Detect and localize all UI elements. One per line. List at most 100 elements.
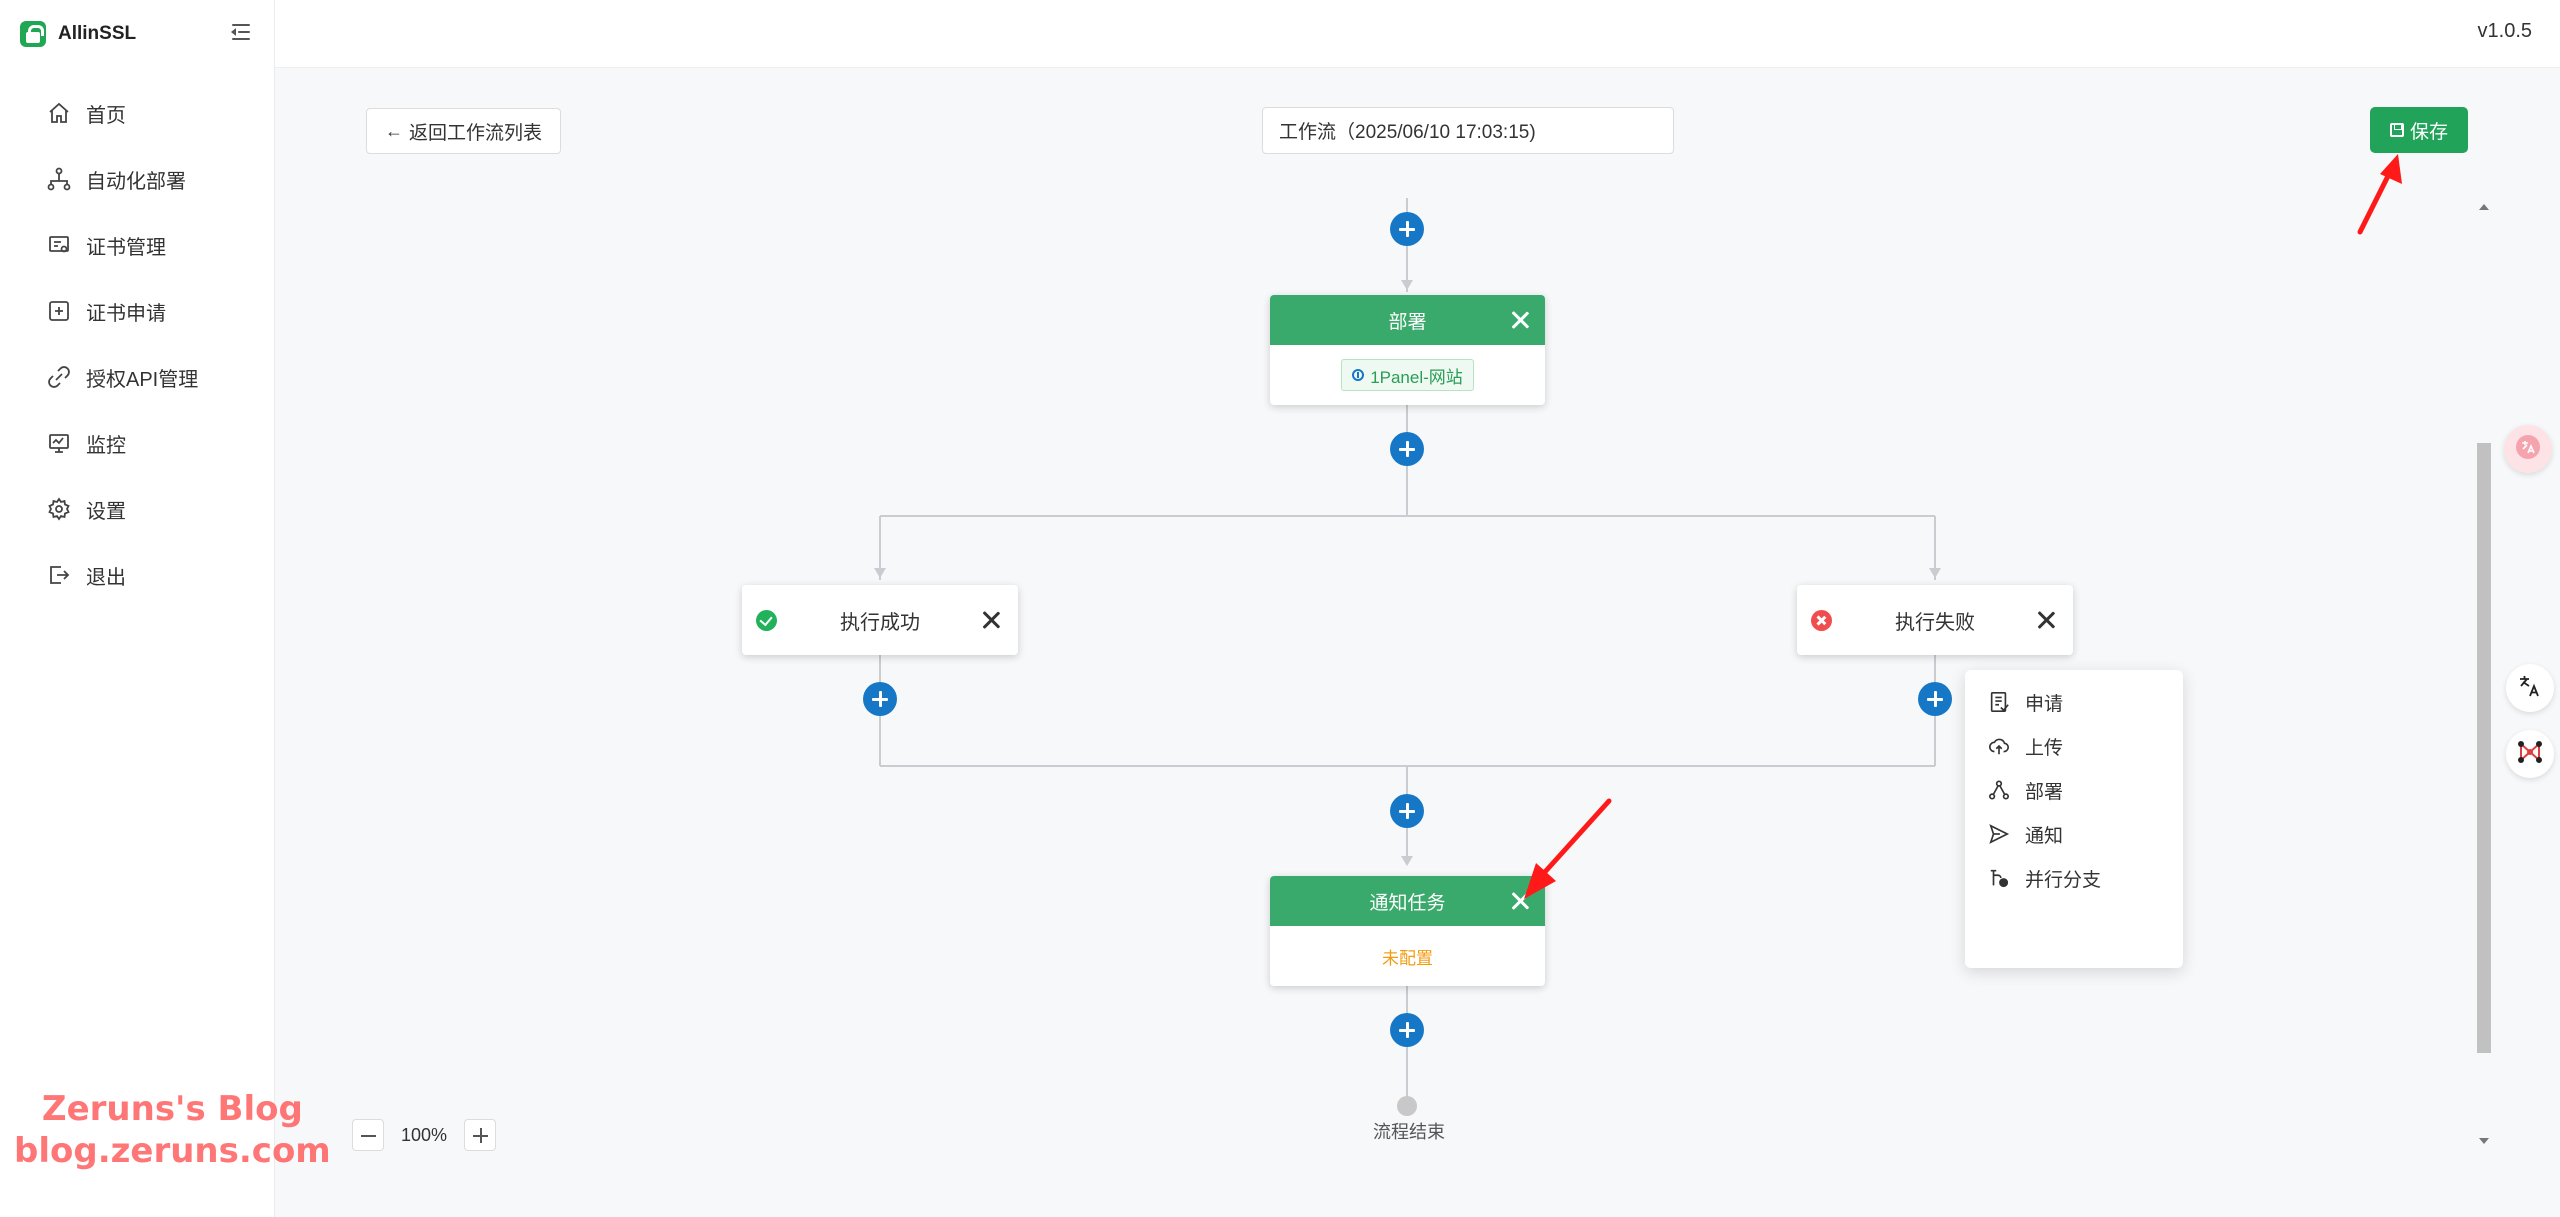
menu-item-label: 通知	[2025, 825, 2064, 847]
save-button[interactable]: 保存	[2370, 107, 2468, 153]
error-circle-icon	[1811, 610, 1832, 631]
blog-watermark: Zeruns's Blog blog.zeruns.com	[14, 1088, 331, 1172]
top-bar: v1.0.5	[275, 0, 2560, 68]
plus-square-icon	[46, 298, 72, 324]
success-branch-title: 执行成功	[840, 611, 920, 634]
scroll-up-arrow-icon[interactable]	[2479, 204, 2489, 210]
scrollbar-thumb[interactable]	[2477, 443, 2491, 1053]
close-icon[interactable]	[2035, 609, 2057, 631]
deploy-target-tag: 1Panel-网站	[1341, 359, 1474, 391]
sidebar-item-label: 监控	[86, 434, 126, 457]
sidebar-item-home[interactable]: 首页	[0, 80, 275, 146]
sidebar-item-label: 自动化部署	[86, 170, 186, 193]
translate-tool-button[interactable]	[2506, 664, 2554, 712]
deploy-icon	[1987, 778, 2011, 802]
check-circle-icon	[756, 610, 777, 631]
close-icon[interactable]	[1509, 309, 1531, 331]
sidebar-item-settings[interactable]: 设置	[0, 476, 275, 542]
version-label: v1.0.5	[2477, 20, 2532, 42]
notify-node-body: 未配置	[1270, 926, 1545, 986]
send-icon	[1987, 822, 2011, 846]
sidebar-item-label: 设置	[86, 500, 126, 523]
deploy-node-title: 部署	[1388, 311, 1427, 333]
menu-item-deploy[interactable]: 部署	[1965, 768, 2183, 812]
menu-item-label: 部署	[2025, 781, 2064, 803]
workflow-canvas[interactable]: ← 返回工作流列表 保存 部署 1Panel-网站 执行成功 执行失败	[275, 68, 2560, 1217]
add-node-button[interactable]	[1390, 212, 1424, 246]
menu-item-parallel-branch[interactable]: 并行分支	[1965, 856, 2183, 900]
certificate-icon	[46, 232, 72, 258]
logout-icon	[46, 562, 72, 588]
api-link-icon	[46, 364, 72, 390]
sidebar-item-auto-deploy[interactable]: 自动化部署	[0, 146, 275, 212]
sidebar-item-logout[interactable]: 退出	[0, 542, 275, 608]
sidebar-item-api-manage[interactable]: 授权API管理	[0, 344, 275, 410]
flow-end-dot	[1397, 1096, 1417, 1116]
zoom-out-button[interactable]	[352, 1119, 384, 1151]
close-icon[interactable]	[980, 609, 1002, 631]
menu-item-notify[interactable]: 通知	[1965, 812, 2183, 856]
sidebar-item-label: 首页	[86, 104, 126, 127]
add-node-button[interactable]	[1390, 794, 1424, 828]
app-name: AllinSSL	[58, 23, 137, 44]
cloud-upload-icon	[1987, 734, 2011, 758]
zoom-in-button[interactable]	[464, 1119, 496, 1151]
zoom-level: 100%	[400, 1124, 448, 1145]
success-branch-node[interactable]: 执行成功	[742, 585, 1018, 655]
notify-node-title: 通知任务	[1369, 892, 1446, 914]
menu-item-apply[interactable]: 申请	[1965, 680, 2183, 724]
add-node-button[interactable]	[1390, 432, 1424, 466]
sidebar-item-cert-manage[interactable]: 证书管理	[0, 212, 275, 278]
notify-node-header: 通知任务	[1270, 876, 1545, 926]
menu-item-upload[interactable]: 上传	[1965, 724, 2183, 768]
brand: AllinSSL	[20, 18, 136, 50]
sidebar-item-cert-apply[interactable]: 证书申请	[0, 278, 275, 344]
lock-logo-icon	[20, 21, 46, 47]
annotation-arrow-save	[2357, 154, 2402, 235]
watermark-line-2: blog.zeruns.com	[14, 1131, 331, 1171]
sidebar-item-label: 退出	[86, 566, 126, 589]
translate-icon	[2517, 673, 2543, 704]
sidebar-item-label: 证书管理	[86, 236, 166, 259]
notify-status-text: 未配置	[1382, 948, 1433, 968]
node-graph-icon	[2516, 738, 2544, 771]
zoom-controls: 100%	[352, 1118, 496, 1152]
annotation-arrow-close	[1524, 798, 1612, 899]
menu-item-label: 申请	[2025, 693, 2064, 715]
deploy-node-body: 1Panel-网站	[1270, 345, 1545, 405]
fail-branch-title: 执行失败	[1895, 611, 1975, 634]
sidebar: AllinSSL 首页 自动化部署 证书管理	[0, 0, 275, 1217]
translate-float-button[interactable]	[2504, 425, 2552, 473]
sidebar-nav: 首页 自动化部署 证书管理 证书申请 授权API管理	[0, 80, 275, 608]
info-icon	[1352, 369, 1365, 381]
apply-icon	[1987, 690, 2011, 714]
mind-map-tool-button[interactable]	[2506, 730, 2554, 778]
add-node-button[interactable]	[863, 682, 897, 716]
translate-icon	[2515, 434, 2541, 465]
arrow-left-icon: ←	[385, 120, 403, 141]
deploy-node[interactable]: 部署 1Panel-网站	[1270, 295, 1545, 405]
flow-end-label: 流程结束	[1373, 1122, 1445, 1142]
add-node-menu: 申请 上传 部署 通知 并行分支	[1965, 670, 2183, 968]
sidebar-item-label: 证书申请	[86, 302, 166, 325]
monitor-icon	[46, 430, 72, 456]
fail-branch-node[interactable]: 执行失败	[1797, 585, 2073, 655]
workflow-name-input[interactable]	[1262, 107, 1674, 154]
add-node-button[interactable]	[1390, 1013, 1424, 1047]
deploy-node-header: 部署	[1270, 295, 1545, 345]
add-node-button[interactable]	[1918, 682, 1952, 716]
workflow-icon	[46, 166, 72, 192]
deploy-target-label: 1Panel-网站	[1370, 367, 1463, 387]
menu-item-label: 上传	[2025, 737, 2064, 759]
collapse-sidebar-icon[interactable]	[228, 22, 254, 44]
menu-item-label: 并行分支	[2025, 869, 2102, 891]
sidebar-item-monitor[interactable]: 监控	[0, 410, 275, 476]
gear-icon	[46, 496, 72, 522]
watermark-line-1: Zeruns's Blog	[41, 1089, 303, 1129]
back-to-workflow-list-button[interactable]: ← 返回工作流列表	[366, 108, 562, 154]
home-icon	[46, 100, 72, 126]
scroll-down-arrow-icon[interactable]	[2479, 1138, 2489, 1144]
flow-connectors	[874, 198, 1941, 1098]
notify-node[interactable]: 通知任务 未配置	[1270, 876, 1545, 986]
back-button-label: 返回工作流列表	[409, 122, 543, 144]
